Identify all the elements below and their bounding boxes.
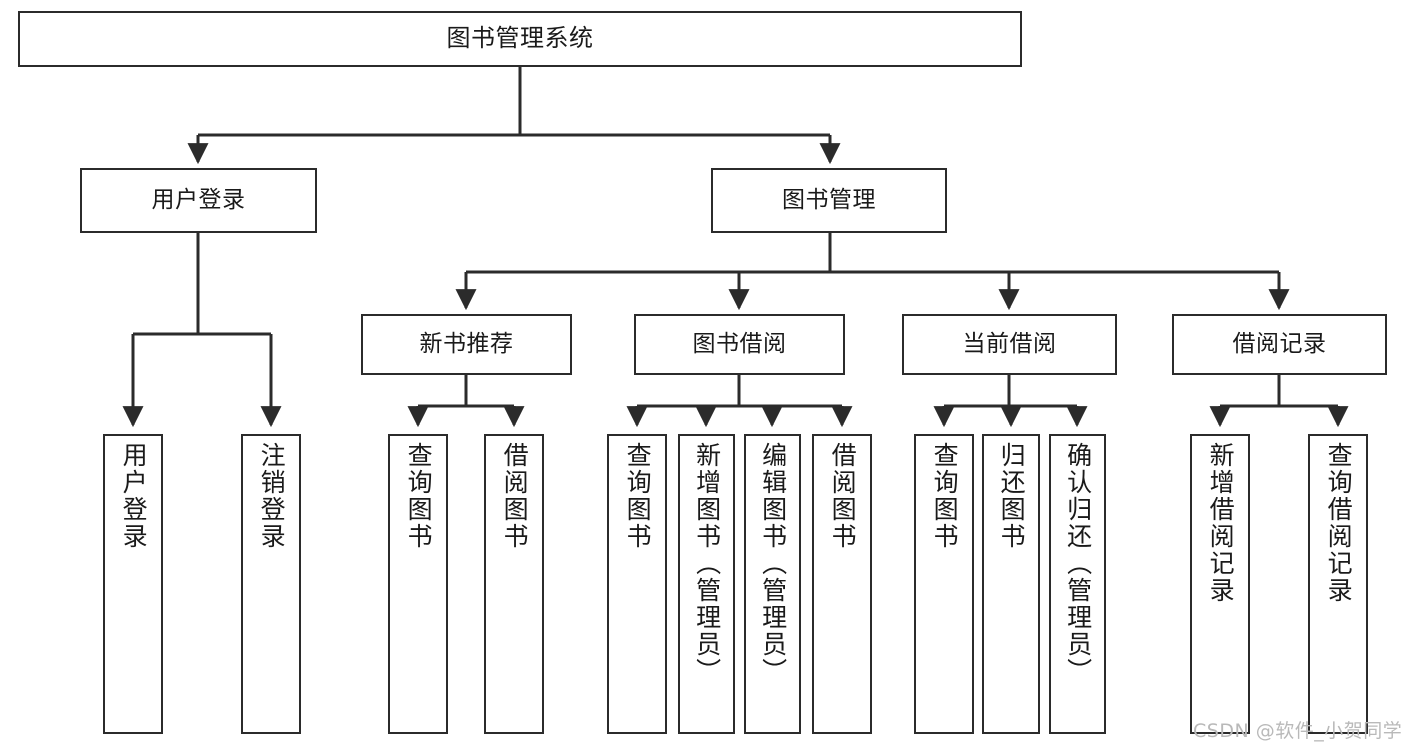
node-book-management[interactable]: 图书管理 bbox=[711, 168, 947, 233]
node-user-login[interactable]: 用户登录 bbox=[80, 168, 317, 233]
leaf-user-login[interactable]: 用户登录 bbox=[103, 434, 163, 734]
node-label: 新增图书（管理员） bbox=[692, 442, 722, 685]
node-label: 查询图书 bbox=[623, 442, 653, 550]
node-label: 当前借阅 bbox=[962, 331, 1057, 358]
node-label: 图书管理系统 bbox=[446, 24, 594, 53]
leaf-confirm-return-admin[interactable]: 确认归还（管理员） bbox=[1049, 434, 1106, 734]
leaf-query-borrow-record[interactable]: 查询借阅记录 bbox=[1308, 434, 1368, 734]
node-label: 查询图书 bbox=[404, 442, 434, 550]
node-current-borrowing[interactable]: 当前借阅 bbox=[902, 314, 1117, 375]
node-label: 查询借阅记录 bbox=[1324, 442, 1354, 604]
leaf-logout[interactable]: 注销登录 bbox=[241, 434, 301, 734]
node-label: 确认归还（管理员） bbox=[1063, 442, 1093, 685]
node-label: 借阅记录 bbox=[1232, 331, 1327, 358]
node-label: 图书管理 bbox=[782, 187, 876, 214]
node-root-book-management-system[interactable]: 图书管理系统 bbox=[18, 11, 1022, 67]
leaf-add-book-admin[interactable]: 新增图书（管理员） bbox=[678, 434, 735, 734]
leaf-return-books[interactable]: 归还图书 bbox=[982, 434, 1040, 734]
node-label: 借阅图书 bbox=[828, 442, 858, 550]
leaf-borrow-books-recommend[interactable]: 借阅图书 bbox=[484, 434, 544, 734]
node-label: 注销登录 bbox=[257, 442, 287, 550]
leaf-query-books-current[interactable]: 查询图书 bbox=[914, 434, 974, 734]
node-borrowing-record[interactable]: 借阅记录 bbox=[1172, 314, 1387, 375]
node-label: 编辑图书（管理员） bbox=[758, 442, 788, 685]
node-label: 用户登录 bbox=[151, 187, 246, 214]
leaf-add-borrow-record[interactable]: 新增借阅记录 bbox=[1190, 434, 1250, 734]
node-label: 新增借阅记录 bbox=[1206, 442, 1236, 604]
node-label: 图书借阅 bbox=[692, 331, 787, 358]
node-label: 查询图书 bbox=[930, 442, 960, 550]
node-label: 归还图书 bbox=[997, 442, 1027, 550]
node-label: 用户登录 bbox=[119, 442, 149, 550]
leaf-edit-book-admin[interactable]: 编辑图书（管理员） bbox=[744, 434, 801, 734]
leaf-query-books-recommend[interactable]: 查询图书 bbox=[388, 434, 448, 734]
node-new-book-recommendation[interactable]: 新书推荐 bbox=[361, 314, 572, 375]
watermark-text: CSDN @软件_小贺同学 bbox=[1193, 720, 1403, 742]
node-label: 借阅图书 bbox=[500, 442, 530, 550]
node-label: 新书推荐 bbox=[419, 331, 514, 358]
leaf-query-books-borrow[interactable]: 查询图书 bbox=[607, 434, 667, 734]
node-book-borrowing[interactable]: 图书借阅 bbox=[634, 314, 845, 375]
leaf-borrow-books[interactable]: 借阅图书 bbox=[812, 434, 872, 734]
